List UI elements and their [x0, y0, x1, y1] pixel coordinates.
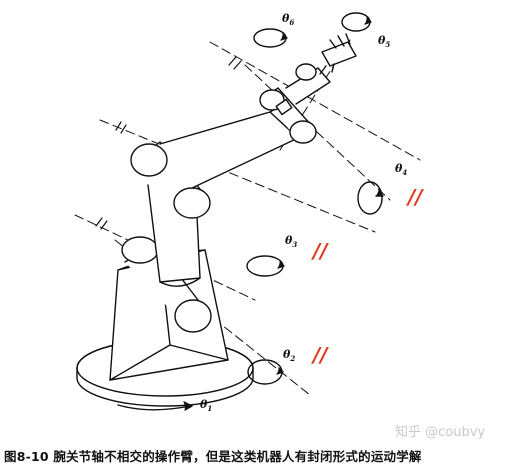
parallel-mark-axis3: // [311, 239, 329, 263]
axis-tick-marks [95, 56, 242, 230]
rotation-arrow-theta5 [341, 12, 372, 32]
label-theta6: θ6 [282, 12, 294, 27]
axis-joint4 [244, 64, 391, 201]
parallel-mark-axis2: // [311, 343, 329, 367]
axis-joint6 [209, 41, 421, 161]
label-theta4: θ4 [395, 162, 407, 177]
wrist-link [285, 63, 331, 105]
figure-caption: 图8-10 腕关节轴不相交的操作臂，但是这类机器人有封闭形式的运动学解 [4, 449, 422, 464]
rotation-arrow-theta6 [253, 28, 288, 48]
watermark-text: 知乎 @coubvy [395, 425, 486, 440]
elbow-cylinder [259, 87, 317, 144]
rotation-arrow-theta3 [246, 255, 285, 277]
label-theta3: θ3 [285, 234, 297, 249]
label-theta1: θ1 [200, 398, 212, 413]
axis-joint3 [99, 119, 376, 233]
label-theta2: θ2 [283, 348, 295, 363]
shoulder-cylinder [130, 141, 211, 219]
parallel-mark-axis4: // [406, 185, 424, 209]
gripper [319, 33, 357, 75]
label-theta5: θ5 [378, 34, 390, 49]
rotation-arrow-theta1 [117, 401, 193, 411]
rotation-arrow-theta4 [357, 181, 384, 215]
rotation-arrow-theta2 [247, 359, 284, 385]
